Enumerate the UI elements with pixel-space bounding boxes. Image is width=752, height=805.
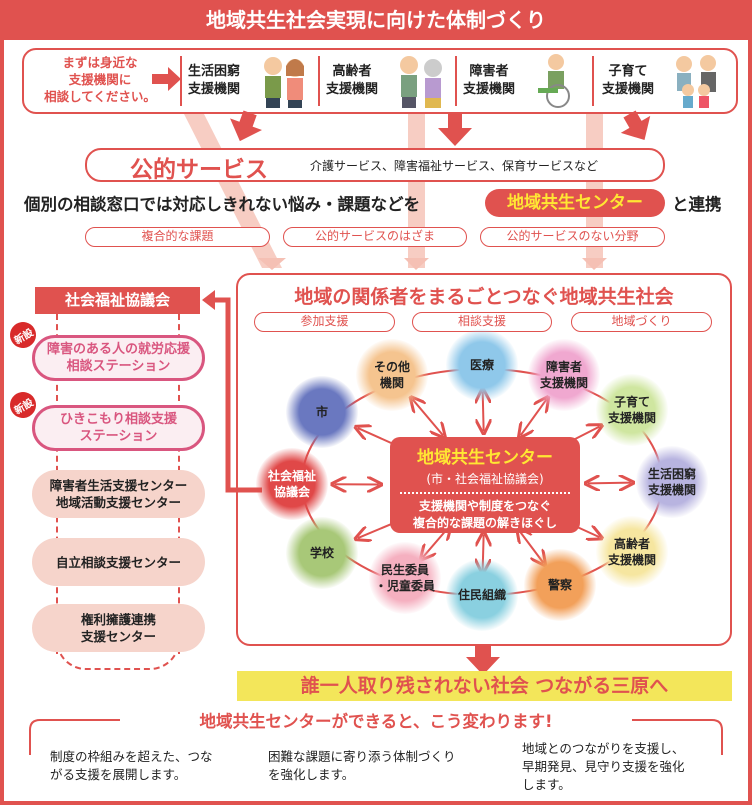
lead-line: まずは身近な bbox=[62, 55, 138, 70]
public-service-examples: 介護サービス、障害福祉サービス、保育サービスなど bbox=[310, 159, 599, 173]
council-item: 障害者生活支援センター地域活動支援センター bbox=[32, 470, 205, 518]
node-other: その他機関 bbox=[356, 339, 428, 411]
center-title: 地域共生センター bbox=[417, 448, 553, 468]
node-medical: 医療 bbox=[446, 329, 518, 401]
change-item: 困難な課題に寄り添う体制づくりを強化します。 bbox=[268, 749, 456, 782]
down-arrows bbox=[230, 110, 651, 146]
agency-disability: 障害者支援機関 bbox=[463, 64, 516, 97]
support-participation: 参加支援 bbox=[254, 312, 395, 332]
center-desc: 複合的な課題の解きほぐし bbox=[412, 516, 557, 530]
divider bbox=[592, 56, 594, 106]
issue-none: 公的サービスのない分野 bbox=[480, 227, 665, 247]
node-welfare-commissioners: 民生委員・児童委員 bbox=[369, 542, 441, 614]
community-center-box: 地域共生センター (市・社会福祉協議会) 支援機関や制度をつなぐ 複合的な課題の… bbox=[390, 437, 580, 533]
wheelchair-illustration bbox=[538, 54, 570, 108]
divider bbox=[455, 56, 457, 106]
people-illustration bbox=[264, 57, 304, 108]
down-arrow-icon bbox=[466, 645, 500, 675]
issue-gap: 公的サービスのはざま bbox=[283, 227, 467, 247]
double-arrow bbox=[521, 399, 547, 435]
lead-text: まずは身近な 支援機関に 相談してください。 bbox=[30, 54, 170, 105]
down-arrow-icon bbox=[438, 114, 472, 146]
new-station-employment: 障害のある人の就労応援相談ステーション bbox=[32, 335, 205, 381]
community-title: 地域の関係者をまるごとつなぐ地域共生社会 bbox=[294, 286, 674, 308]
node-disability: 障害者支援機関 bbox=[528, 339, 600, 411]
agency-poverty: 生活困窮支援機関 bbox=[188, 64, 241, 97]
council-title: 社会福祉協議会 bbox=[35, 287, 200, 314]
stripe-arrowhead bbox=[582, 258, 607, 270]
lead-line: 相談してください。 bbox=[44, 89, 156, 104]
change-item: 制度の枠組みを超えた、つながる支援を展開します。 bbox=[50, 749, 213, 782]
family-illustration bbox=[676, 55, 716, 108]
change-bracket bbox=[29, 719, 723, 755]
left-arrow-icon bbox=[202, 290, 215, 310]
node-poverty: 生活困窮支援機関 bbox=[636, 446, 708, 518]
council-item: 権利擁護連携支援センター bbox=[32, 604, 205, 652]
center-sub: (市・社会福祉協議会) bbox=[426, 472, 544, 486]
node-police: 警察 bbox=[524, 549, 596, 621]
node-city: 市 bbox=[286, 376, 358, 448]
node-elderly: 高齢者支援機関 bbox=[596, 516, 668, 588]
public-service-label: 公的サービス bbox=[130, 157, 268, 183]
node-school: 学校 bbox=[286, 517, 358, 589]
dotted-divider bbox=[400, 492, 570, 494]
elderly-illustration bbox=[400, 56, 442, 108]
consult-suffix: と連携 bbox=[672, 195, 722, 214]
stripe-arrowhead bbox=[404, 258, 429, 270]
support-community: 地域づくり bbox=[571, 312, 712, 332]
new-station-hikikomori: ひきこもり相談支援ステーション bbox=[32, 405, 205, 451]
council-connector bbox=[212, 297, 262, 493]
change-heading: 地域共生センターができると、こう変わります! bbox=[199, 712, 553, 731]
double-arrow bbox=[412, 399, 443, 435]
double-arrow bbox=[588, 483, 631, 484]
page-title: 地域共生社会実現に向けた体制づくり bbox=[0, 0, 752, 40]
council-item: 自立相談支援センター bbox=[32, 538, 205, 586]
issue-complex: 複合的な課題 bbox=[85, 227, 270, 247]
divider bbox=[318, 56, 320, 106]
node-residents: 住民組織 bbox=[446, 559, 518, 631]
stripe-arrowhead bbox=[258, 258, 286, 270]
down-arrow-icon bbox=[230, 110, 263, 142]
public-service-box bbox=[85, 148, 665, 182]
center-pill: 地域共生センター bbox=[485, 189, 665, 217]
down-arrow-icon bbox=[620, 110, 651, 140]
divider bbox=[180, 56, 182, 106]
change-item: 地域とのつながりを支援し、早期発見、見守り支援を強化します。 bbox=[522, 741, 685, 792]
lead-line: 支援機関に bbox=[68, 72, 132, 87]
consult-text: 個別の相談窓口では対応しきれない悩み・課題などを bbox=[24, 195, 420, 214]
agency-elderly: 高齢者支援機関 bbox=[326, 64, 379, 97]
right-arrow-icon bbox=[152, 67, 181, 91]
node-social-welfare-council: 社会福祉協議会 bbox=[256, 448, 328, 520]
goal-banner: 誰一人取り残されない社会 つながる三原へ bbox=[237, 671, 732, 701]
agency-box bbox=[22, 48, 738, 114]
center-desc: 支援機関や制度をつなぐ bbox=[418, 499, 551, 513]
node-childcare: 子育て支援機関 bbox=[596, 374, 668, 446]
agency-childcare: 子育て支援機関 bbox=[602, 64, 655, 97]
